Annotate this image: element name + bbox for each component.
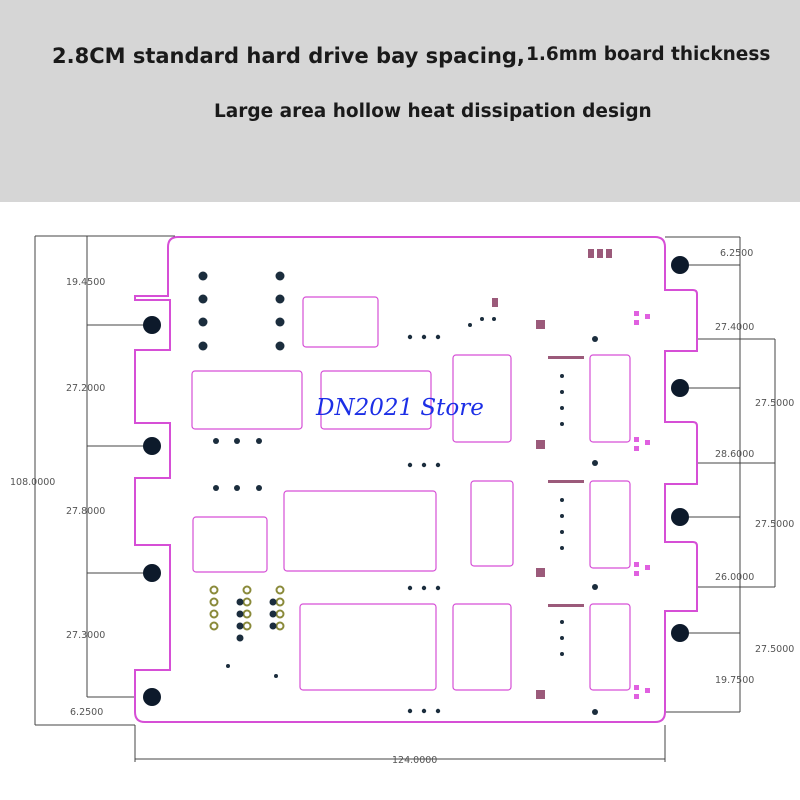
mount-holes [143,256,689,706]
dim-left-2: 27.2000 [66,383,105,394]
dim-right-1: 27.4000 [715,322,754,333]
dim-left-4: 27.3000 [66,630,105,641]
header-banner: 2.8CM standard hard drive bay spacing, 1… [0,0,800,202]
pad-clusters [492,249,612,699]
dim-left-total: 108.0000 [10,477,55,488]
board-outline [134,236,698,723]
dimension-lines [34,235,776,762]
dim-left-top: 19.4500 [66,277,105,288]
thickness-caption: 1.6mm board thickness [526,44,771,65]
store-watermark: DN2021 Store [315,395,484,421]
mount-hole [143,437,161,455]
mount-hole [143,564,161,582]
dim-right-span-2: 27.5000 [755,519,794,530]
dim-right-bottom: 19.7500 [715,675,754,686]
dim-right-3: 26.0000 [715,572,754,583]
mount-hole [671,379,689,397]
dim-right-span-3: 27.5000 [755,644,794,655]
dim-right-top: 6.2500 [720,248,753,259]
dim-left-3: 27.8000 [66,506,105,517]
board-drawing: 19.4500 27.2000 108.0000 27.8000 27.3000… [10,235,794,766]
dim-right-2: 28.6000 [715,449,754,460]
dimension-labels: 19.4500 27.2000 108.0000 27.8000 27.3000… [10,248,794,766]
mount-hole [143,688,161,706]
mount-hole [671,256,689,274]
mount-hole [671,624,689,642]
test-pads [634,311,650,699]
spacing-caption: 2.8CM standard hard drive bay spacing, [52,44,525,68]
mount-hole [671,508,689,526]
mount-hole [143,316,161,334]
jumper-headers [209,585,285,642]
dim-right-span-1: 27.5000 [755,398,794,409]
heat-dissipation-caption: Large area hollow heat dissipation desig… [214,101,652,122]
dim-left-bottom: 6.2500 [70,707,103,718]
dim-bottom-width: 124.0000 [392,755,437,766]
component-outlines [191,296,631,691]
pcb-vias [198,271,598,715]
